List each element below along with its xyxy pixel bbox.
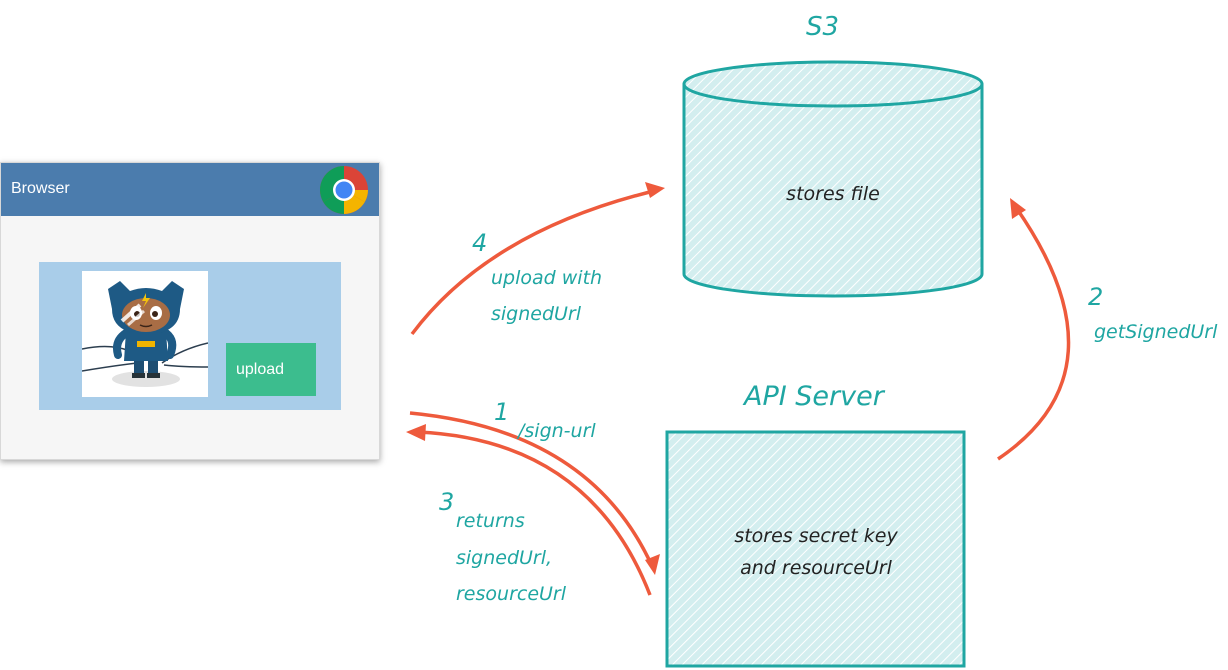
- api-server-description-line2: and resourceUrl: [740, 557, 892, 579]
- step-4-label-line1: upload with: [491, 267, 603, 289]
- browser-content-area: upload: [39, 262, 341, 410]
- chrome-icon: [319, 166, 368, 214]
- step-3-label-line1: returns: [456, 510, 525, 532]
- s3-cylinder: [682, 60, 984, 298]
- arrow-step-3: [406, 424, 652, 596]
- api-server-box: [665, 430, 966, 668]
- step-4-label-line2: signedUrl: [491, 303, 582, 325]
- step-4-number: 4: [472, 229, 488, 257]
- step-1-number: 1: [494, 398, 510, 426]
- arrow-step-1: [409, 411, 660, 575]
- arrow-step-2: [997, 198, 1071, 461]
- step-3-label-line2: signedUrl,: [456, 547, 553, 569]
- browser-title-bar: Browser: [1, 163, 379, 216]
- browser-title: Browser: [11, 180, 70, 197]
- api-server-title: API Server: [744, 381, 884, 412]
- s3-title: S3: [806, 12, 840, 42]
- step-3-label-line3: resourceUrl: [456, 583, 567, 605]
- upload-button[interactable]: upload: [226, 343, 316, 396]
- step-3-number: 3: [439, 488, 455, 516]
- step-1-label-line1: /sign-url: [518, 420, 596, 442]
- octocat-illustration: [81, 281, 209, 387]
- arrow-step-4: [410, 182, 665, 336]
- step-2-label-line1: getSignedUrl: [1094, 321, 1218, 343]
- browser-window: Browser: [0, 162, 380, 460]
- api-server-description-line1: stores secret key: [734, 525, 898, 547]
- octocat-image: [81, 271, 209, 397]
- step-2-number: 2: [1088, 283, 1104, 311]
- s3-description: stores file: [786, 183, 880, 205]
